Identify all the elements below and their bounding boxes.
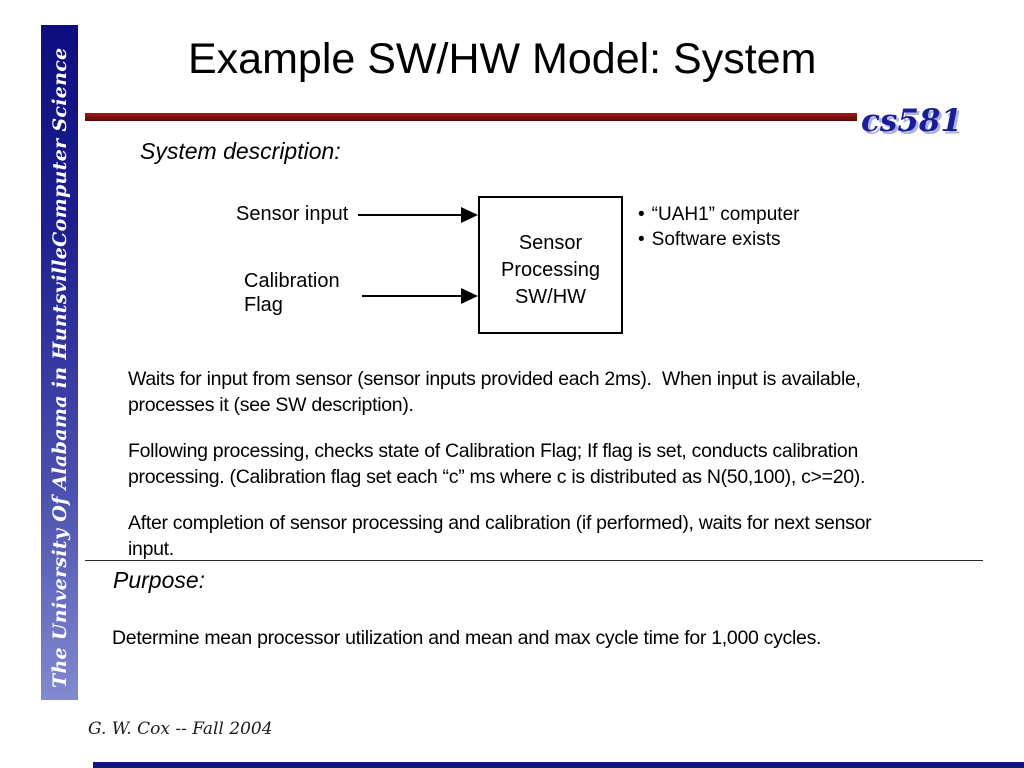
bottom-accent-bar	[93, 762, 1024, 768]
calibration-flag-arrow-line	[362, 295, 462, 297]
purpose-text: Determine mean processor utilization and…	[112, 627, 822, 649]
footer-credit: G. W. Cox -- Fall 2004	[88, 719, 273, 739]
department-name: Computer Science	[48, 47, 71, 247]
list-item: • Software exists	[638, 227, 799, 252]
university-side-banner: The University Of Alabama in Huntsville …	[41, 25, 78, 700]
sensor-input-arrow-line	[358, 214, 462, 216]
sensor-processing-box: Sensor Processing SW/HW	[478, 196, 623, 334]
bullet-icon: •	[638, 229, 645, 250]
university-side-banner-text: The University Of Alabama in Huntsville …	[41, 25, 78, 700]
list-item: • “UAH1” computer	[638, 202, 799, 227]
purpose-heading: Purpose:	[113, 567, 206, 593]
title-accent-rule	[85, 113, 857, 121]
sensor-input-arrow-head-icon	[461, 207, 478, 223]
purpose-divider	[85, 560, 983, 561]
bullet-icon: •	[638, 204, 645, 225]
diagram-bullet-list: • “UAH1” computer • Software exists	[638, 202, 799, 252]
calibration-flag-label: Calibration Flag	[244, 270, 340, 316]
system-description-heading: System description:	[140, 138, 341, 164]
calibration-flag-arrow-head-icon	[461, 288, 478, 304]
bullet-text: “UAH1” computer	[651, 204, 800, 225]
bullet-text: Software exists	[651, 229, 781, 250]
university-name: The University Of Alabama in Huntsville	[48, 246, 71, 688]
description-paragraph: Following processing, checks state of Ca…	[128, 440, 866, 488]
slide-title: Example SW/HW Model: System	[188, 35, 817, 83]
description-paragraph: After completion of sensor processing an…	[128, 512, 872, 560]
course-code-label: cs581	[861, 103, 963, 139]
sensor-input-label: Sensor input	[236, 203, 349, 225]
description-paragraph: Waits for input from sensor (sensor inpu…	[128, 368, 861, 416]
